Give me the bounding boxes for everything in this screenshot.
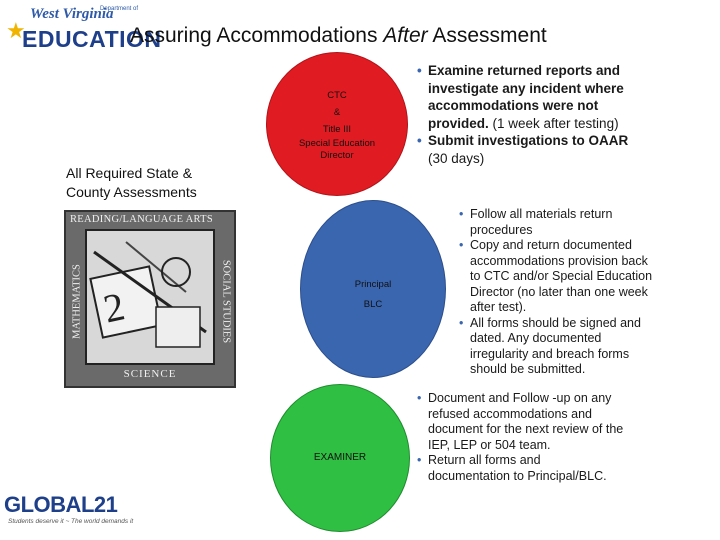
examiner-duties-list: Document and Follow -up on any refused a… [414,391,624,484]
book-illustration [66,212,234,386]
ctc-line: CTC [327,90,347,101]
list-item: All forms should be signed and dated. An… [459,316,661,378]
list-item: Return all forms and documentation to Pr… [417,453,624,484]
book-bottom-text: SCIENCE [123,368,177,380]
global21-logo: GLOBAL21 Students deserve it ~ The world… [4,490,134,536]
list-item: Copy and return documented accommodation… [459,238,661,316]
book-left-text: MATHEMATICS [71,264,83,339]
principal-circle-text: Principal BLC [313,275,433,315]
examiner-circle: EXAMINER [270,384,410,532]
list-item: Follow all materials return procedures [459,207,661,238]
global21-name: GLOBAL21 [4,492,118,517]
assessments-label: All Required State & County Assessments [66,165,197,200]
slide-title: Assuring Accommodations After Assessment [130,24,547,48]
title-iii-line: Title III [322,124,352,135]
special-ed-line: Special Education [298,138,376,149]
director-line: Director [320,150,354,161]
assessment-book-image: READING/LANGUAGE ARTS MATHEMATICS SOCIAL… [64,210,236,388]
list-item: Examine returned reports and investigate… [417,62,629,132]
logo-dept-text: Department of [100,6,139,12]
duty-text: Examine returned reports and investigate… [428,63,624,131]
logo-state-text: West Virginia [30,6,114,22]
blc-line: BLC [363,299,383,310]
title-part-1: Assuring Accommodations [130,24,384,47]
duty-note: (30 days) [428,150,485,166]
ctc-circle-text: CTC & Title III Special Education Direct… [277,87,397,162]
principal-circle: Principal BLC [300,200,446,378]
book-top-text: READING/LANGUAGE ARTS [70,214,214,225]
title-emphasis: After [383,24,428,47]
duty-note: (1 week after testing) [488,115,619,131]
ampersand-line: & [333,107,341,118]
duty-text: Submit investigations to OAAR [428,133,629,148]
star-icon: ★ [6,18,26,43]
wv-education-logo: ★ West Virginia Department of EDUCATION [4,4,161,56]
examiner-line: EXAMINER [313,452,367,463]
list-item: Submit investigations to OAAR (30 days) [417,132,629,167]
ctc-duties-list: Examine returned reports and investigate… [414,62,629,167]
list-item: Document and Follow -up on any refused a… [417,391,624,453]
book-right-text: SOCIAL STUDIES [220,259,232,344]
global21-tagline: Students deserve it ~ The world demands … [8,518,134,525]
principal-duties-list: Follow all materials return procedures C… [456,207,661,378]
principal-line: Principal [354,279,392,290]
title-part-2: Assessment [427,24,547,47]
ctc-circle: CTC & Title III Special Education Direct… [266,52,408,196]
logo-name-text: EDUCATION [22,26,162,52]
